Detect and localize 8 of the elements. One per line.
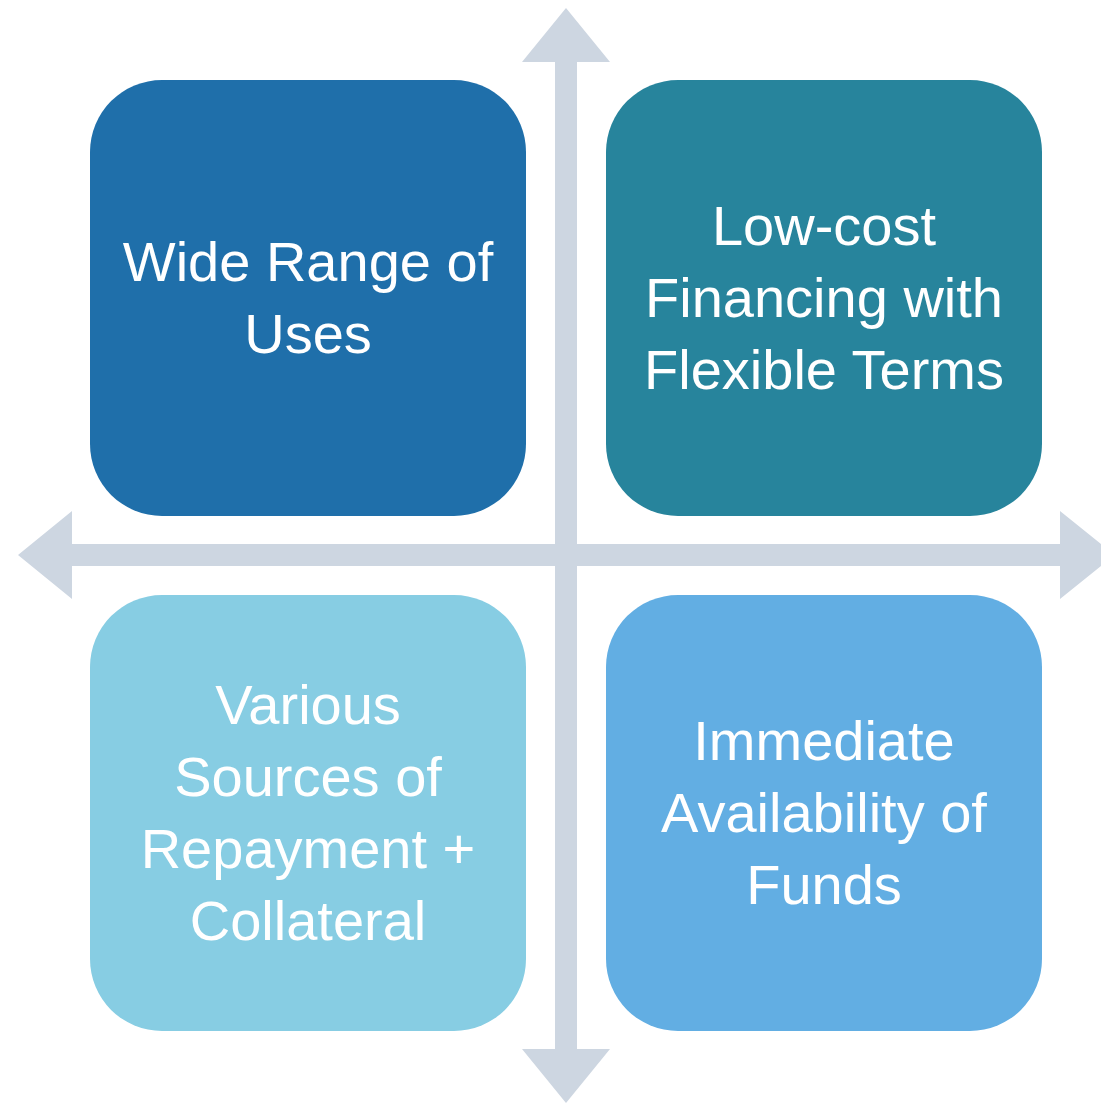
- box-label: Immediate Availability of Funds: [660, 708, 988, 918]
- rounded-box: [90, 80, 526, 516]
- box-label: Wide Range of Uses: [121, 229, 495, 367]
- box-label: Low-cost Financing with Flexible Terms: [643, 193, 1005, 403]
- rounded-box: [606, 595, 1042, 1031]
- box-label: Various Sources of Repayment + Collateral: [139, 672, 477, 954]
- rounded-box: [606, 80, 1042, 516]
- rounded-box: [90, 595, 526, 1031]
